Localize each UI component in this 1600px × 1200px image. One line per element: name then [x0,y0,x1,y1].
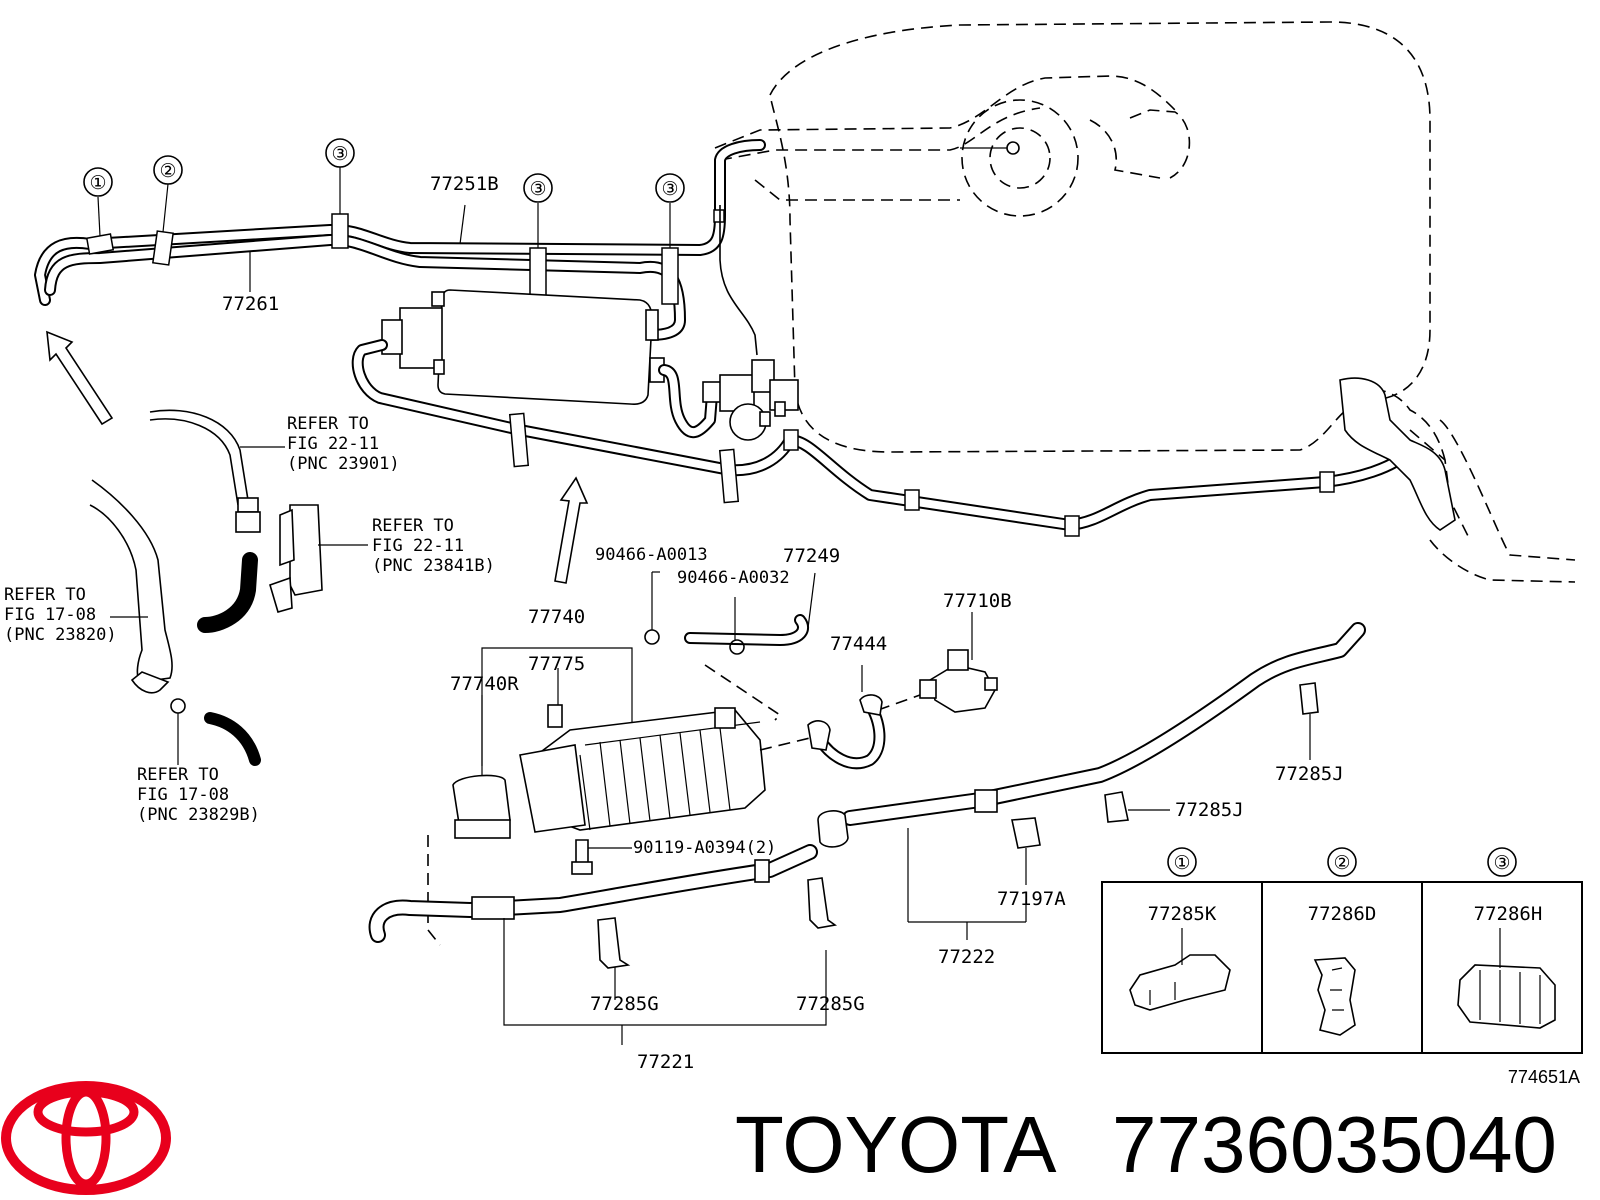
label-77740: 77740 [528,606,585,628]
reference-notes: REFER TO FIG 22-11 (PNC 23901) REFER TO … [4,414,495,825]
lower-canister-assembly [368,571,1366,1045]
ref-4-line-2: FIG 17-08 [137,785,229,805]
ref-3-line-1: REFER TO [4,585,86,605]
left-hoses [89,409,368,766]
legend-header-2: ② [1333,852,1350,874]
label-77285J-a: 77285J [1275,763,1344,785]
label-77222: 77222 [938,946,995,968]
callout-3c: ③ [661,178,678,200]
ref-4-line-1: REFER TO [137,765,219,785]
label-77740R: 77740R [450,673,519,695]
legend-part-2: 77286D [1308,903,1377,925]
part-labels: 77251B 77261 90466-A0013 77249 90466-A00… [222,173,1344,1073]
ref-3-line-2: FIG 17-08 [4,605,96,625]
upper-canister [351,289,1456,537]
direction-arrows [46,330,589,584]
upper-fuel-lines [34,139,766,356]
toyota-logo [1,1081,171,1195]
ref-1-line-3: (PNC 23901) [287,454,400,474]
part-number: 7736035040 [1112,1100,1557,1189]
ref-1-line-2: FIG 22-11 [287,434,379,454]
illustration-code: 774651A [1508,1067,1580,1087]
ref-1-line-1: REFER TO [287,414,369,434]
label-90466-A0013: 90466-A0013 [595,545,708,565]
label-90119-A0394: 90119-A0394(2) [633,838,776,858]
legend-header-3: ③ [1493,852,1510,874]
label-90466-A0032: 90466-A0032 [677,568,790,588]
label-77444: 77444 [830,633,887,655]
ref-2-line-2: FIG 22-11 [372,536,464,556]
callout-1: ① [89,172,106,194]
label-77251B: 77251B [430,173,499,195]
ref-2-line-1: REFER TO [372,516,454,536]
legend-header-1: ① [1173,852,1190,874]
clip-legend: ① ② ③ 77285K 77286D 77286H 774651A [1101,847,1583,1087]
brand-name: TOYOTA [735,1100,1057,1189]
label-77710B: 77710B [943,590,1012,612]
label-77249: 77249 [783,545,840,567]
label-77285G-a: 77285G [590,993,659,1015]
callout-3a: ③ [331,143,348,165]
label-77775: 77775 [528,653,585,675]
legend-part-3: 77286H [1474,903,1543,925]
label-77261: 77261 [222,293,279,315]
ref-4-line-3: (PNC 23829B) [137,805,260,825]
callout-circles: ① ② ③ ③ ③ [83,138,685,203]
ref-2-line-3: (PNC 23841B) [372,556,495,576]
callout-3b: ③ [529,178,546,200]
ref-3-line-3: (PNC 23820) [4,625,117,645]
label-77285G-b: 77285G [796,993,865,1015]
legend-part-1: 77285K [1148,903,1217,925]
callout-2: ② [159,160,176,182]
label-77221: 77221 [637,1051,694,1073]
label-77285J-b: 77285J [1175,799,1244,821]
label-77197A: 77197A [997,888,1066,910]
